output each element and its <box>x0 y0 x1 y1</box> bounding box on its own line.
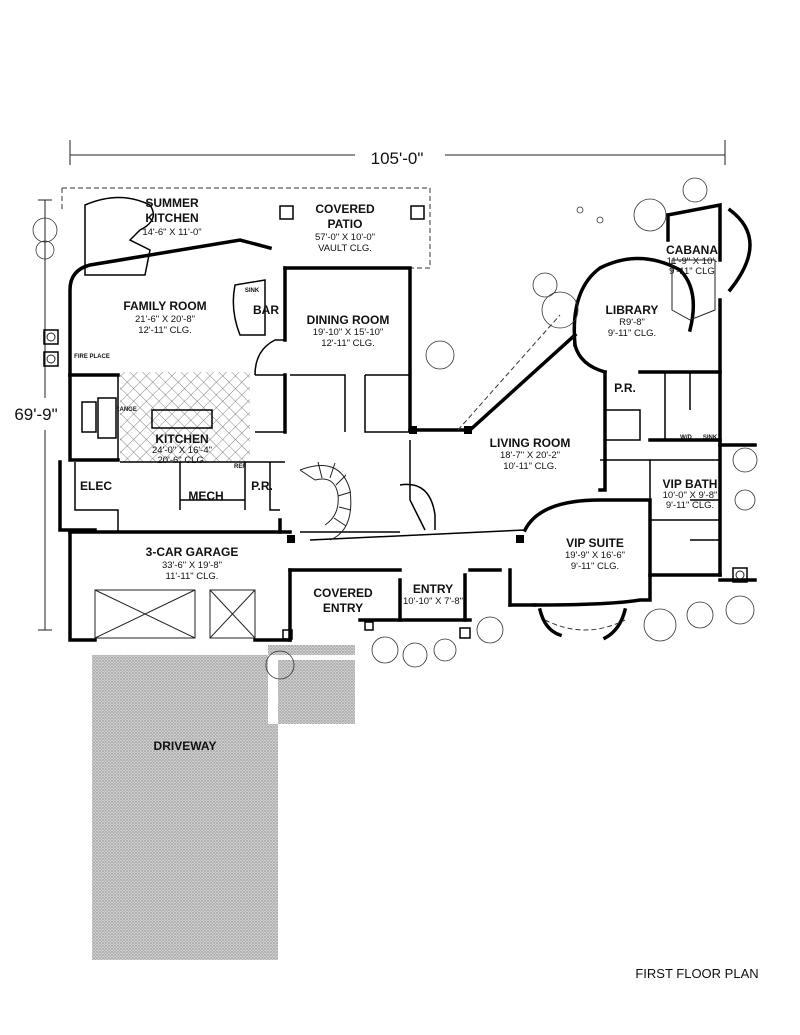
sink-label: SINK <box>245 288 260 294</box>
family-room-label: FAMILY ROOM 21'-6" X 20'-8" 12'-11" CLG. <box>123 299 206 336</box>
powder-room-lower-label: P.R. <box>251 479 273 493</box>
svg-text:10'-11" CLG.: 10'-11" CLG. <box>503 461 557 472</box>
svg-text:9'-11" CLG: 9'-11" CLG <box>669 266 715 277</box>
library-label: LIBRARY R9'-8" 9'-11" CLG. <box>606 303 659 339</box>
driveway-label: DRIVEWAY <box>154 739 217 753</box>
svg-text:10'-10" X 7'-8": 10'-10" X 7'-8" <box>403 596 463 607</box>
svg-text:ENTRY: ENTRY <box>413 582 453 596</box>
svg-text:9'-11" CLG.: 9'-11" CLG. <box>608 328 656 339</box>
living-room-label: LIVING ROOM 18'-7" X 20'-2" 10'-11" CLG. <box>490 436 571 472</box>
landscape-plants <box>32 177 758 680</box>
driveway-area <box>92 645 355 960</box>
garage-label: 3-CAR GARAGE 33'-6" X 19'-8" 11'-11" CLG… <box>146 545 239 582</box>
svg-text:KITCHEN: KITCHEN <box>155 432 208 446</box>
exterior-walls <box>58 202 757 642</box>
summer-kitchen-label: SUMMER KITCHEN 14'-6" X 11'-0" <box>142 196 201 238</box>
svg-text:VIP BATH: VIP BATH <box>663 477 718 491</box>
svg-text:LIVING ROOM: LIVING ROOM <box>490 436 571 450</box>
vip-suite-label: VIP SUITE 19'-9" X 16'-6" 9'-11" CLG. <box>565 536 625 572</box>
svg-text:CABANA: CABANA <box>666 243 718 257</box>
covered-entry-label: COVERED ENTRY <box>313 586 373 615</box>
svg-text:10'-0" X 9'-8": 10'-0" X 9'-8" <box>663 490 718 501</box>
width-dimension-label: 105'-0" <box>371 149 424 168</box>
svg-text:20'-6" CLG.: 20'-6" CLG. <box>157 455 206 466</box>
svg-text:LIBRARY: LIBRARY <box>606 303 659 317</box>
svg-text:PATIO: PATIO <box>328 217 363 231</box>
svg-text:VIP SUITE: VIP SUITE <box>566 536 624 550</box>
dining-room-label: DINING ROOM 19'-10" X 15'-10" 12'-11" CL… <box>307 313 390 349</box>
powder-room-upper-label: P.R. <box>614 381 636 395</box>
svg-text:3-CAR GARAGE: 3-CAR GARAGE <box>146 545 239 559</box>
svg-text:9'-11" CLG.: 9'-11" CLG. <box>666 500 714 511</box>
kitchen-tile-floor <box>120 372 250 462</box>
svg-text:33'-6" X 19'-8": 33'-6" X 19'-8" <box>162 560 222 571</box>
svg-text:9'-11" CLG.: 9'-11" CLG. <box>571 561 619 572</box>
svg-text:14'-6" X 11'-0": 14'-6" X 11'-0" <box>142 227 201 238</box>
svg-text:VAULT CLG.: VAULT CLG. <box>318 243 372 254</box>
svg-text:SUMMER: SUMMER <box>145 196 199 210</box>
svg-text:11'-11" CLG.: 11'-11" CLG. <box>166 571 219 582</box>
entry-label: ENTRY 10'-10" X 7'-8" <box>403 582 463 607</box>
svg-text:11'-9" X 10'-: 11'-9" X 10'- <box>667 256 718 267</box>
bar-label: BAR <box>253 303 279 317</box>
svg-text:KITCHEN: KITCHEN <box>145 211 198 225</box>
wd-label: W/D <box>680 435 692 441</box>
svg-text:18'-7" X 20'-2": 18'-7" X 20'-2" <box>500 450 560 461</box>
svg-text:12'-11" CLG.: 12'-11" CLG. <box>138 325 192 336</box>
depth-dimension-label: 69'-9" <box>14 405 57 424</box>
interior-walls <box>74 196 720 640</box>
svg-text:COVERED: COVERED <box>313 586 373 600</box>
svg-text:ENTRY: ENTRY <box>323 601 363 615</box>
kitchen-label: KITCHEN 24'-0" X 16'-4" 20'-6" CLG. <box>152 432 212 466</box>
svg-text:R9'-8": R9'-8" <box>619 317 645 328</box>
covered-patio-label: COVERED PATIO 57'-0" X 10'-0" VAULT CLG. <box>315 202 375 254</box>
svg-text:21'-6" X 20'-8": 21'-6" X 20'-8" <box>135 314 195 325</box>
sink-label-2: SINK <box>703 435 718 441</box>
svg-text:57'-0" X 10'-0": 57'-0" X 10'-0" <box>315 232 375 243</box>
mech-label: MECH <box>188 489 223 503</box>
cabana-label: CABANA 11'-9" X 10'- 9'-11" CLG <box>666 243 718 277</box>
svg-text:FAMILY ROOM: FAMILY ROOM <box>123 299 206 313</box>
plan-title: FIRST FLOOR PLAN <box>635 966 758 981</box>
svg-text:12'-11" CLG.: 12'-11" CLG. <box>321 338 375 349</box>
range-label: RANGE <box>115 407 137 413</box>
svg-text:19'-10" X 15'-10": 19'-10" X 15'-10" <box>313 327 384 338</box>
elec-label: ELEC <box>80 479 112 493</box>
svg-text:COVERED: COVERED <box>315 202 375 216</box>
svg-text:24'-0" X 16'-4": 24'-0" X 16'-4" <box>152 445 212 456</box>
vip-bath-label: VIP BATH 10'-0" X 9'-8" 9'-11" CLG. <box>663 477 718 511</box>
covered-patio-outline <box>61 187 431 269</box>
svg-text:19'-9" X 16'-6": 19'-9" X 16'-6" <box>565 550 625 561</box>
ref-label: REF <box>234 464 246 470</box>
equipment-symbols <box>43 329 748 583</box>
svg-text:DINING ROOM: DINING ROOM <box>307 313 390 327</box>
fire-place-label: FIRE PLACE <box>74 354 110 360</box>
